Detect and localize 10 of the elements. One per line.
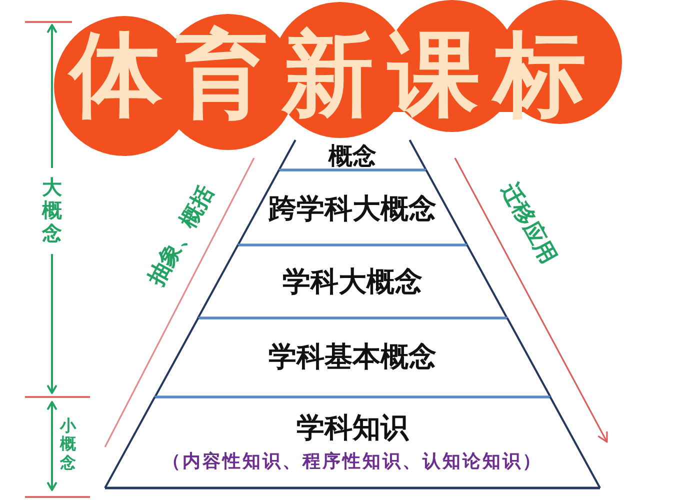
tier-label: 跨学科大概念 (268, 195, 436, 223)
arrow-label: 抽象、概括 (146, 182, 218, 290)
tier-label: 学科大概念 (282, 268, 422, 296)
tier-label: 学科知识 (296, 414, 408, 442)
tier-label: 学科基本概念 (268, 343, 436, 371)
tier-label: 概念 (328, 144, 376, 168)
scale-label: 大概念 (42, 176, 62, 245)
scale-label: 小概念 (60, 417, 76, 472)
arrow-label: 迁移应用 (497, 180, 559, 268)
tier-note: （内容性知识、程序性知识、认知论知识） (162, 453, 542, 471)
